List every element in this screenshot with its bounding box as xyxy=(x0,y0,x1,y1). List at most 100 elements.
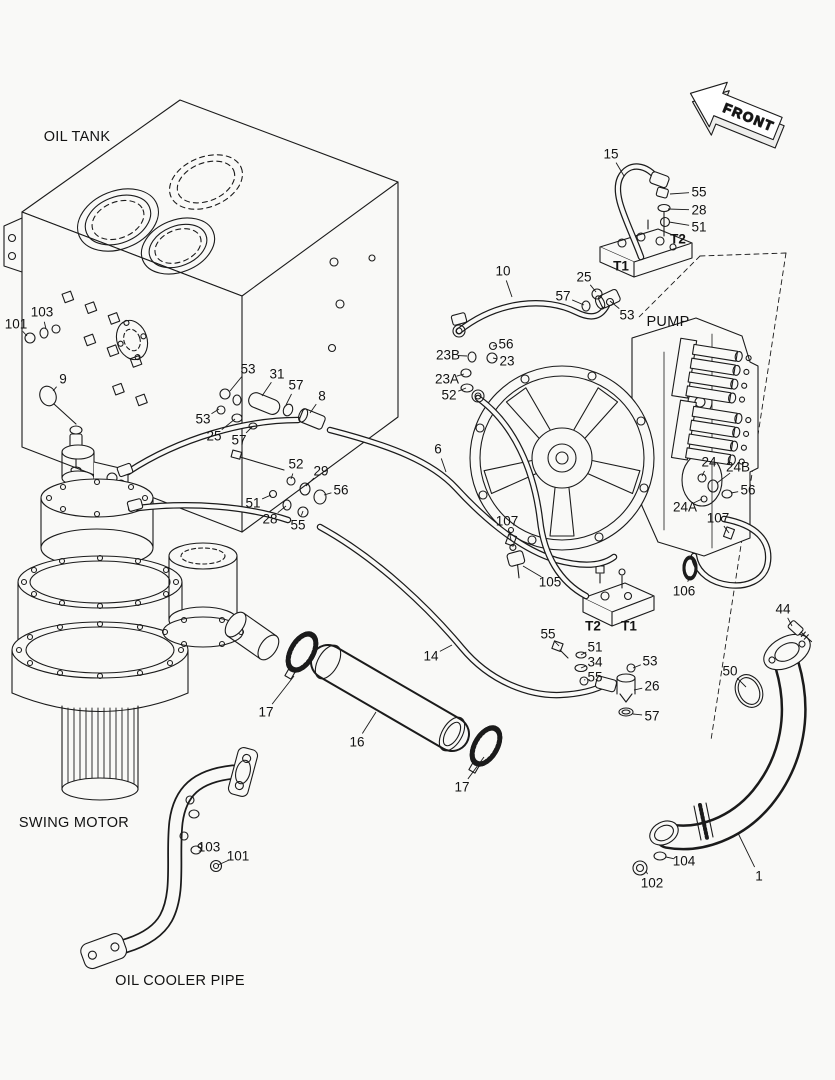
leader-line xyxy=(787,617,793,627)
part-number-56: 56 xyxy=(498,336,514,352)
part-number-9: 9 xyxy=(59,371,67,387)
leader-line xyxy=(609,300,620,309)
part-number-53: 53 xyxy=(240,361,256,377)
leader-line xyxy=(309,403,317,414)
leader-line xyxy=(492,357,498,360)
part-number-17: 17 xyxy=(454,779,470,795)
leader-line xyxy=(300,510,304,516)
title-label-swing-motor: SWING MOTOR xyxy=(18,814,130,831)
pump-manifold-drawing xyxy=(599,186,693,278)
leader-line xyxy=(667,208,690,211)
part-number-56: 56 xyxy=(333,482,349,498)
leader-line xyxy=(361,711,377,734)
leader-line xyxy=(467,756,485,780)
leader-line xyxy=(633,687,643,691)
leader-line xyxy=(701,470,705,477)
part-number-105: 105 xyxy=(538,574,562,590)
leader-line xyxy=(505,280,513,298)
leader-line xyxy=(572,299,585,306)
port-label-t1: T1 xyxy=(621,618,637,634)
leader-line xyxy=(290,473,294,480)
leader-line xyxy=(271,675,295,705)
part-number-101: 101 xyxy=(226,848,250,864)
leader-line xyxy=(221,418,236,431)
swing-motor-drawing xyxy=(11,444,189,801)
leader-line xyxy=(730,491,739,494)
leader-line xyxy=(580,651,587,656)
part-number-17: 17 xyxy=(258,704,274,720)
title-label-oil-tank: OIL TANK xyxy=(43,128,111,145)
leader-line xyxy=(632,713,643,716)
leader-line xyxy=(508,530,512,541)
leader-line xyxy=(52,386,57,392)
leader-line xyxy=(693,498,703,504)
hose-tube-drawing xyxy=(310,644,470,752)
part-number-56: 56 xyxy=(740,482,756,498)
part-number-24A: 24A xyxy=(672,499,698,515)
leader-line xyxy=(589,284,597,293)
leader-line xyxy=(43,321,47,330)
part-number-50: 50 xyxy=(722,663,738,679)
leader-line xyxy=(277,505,287,514)
pump-flywheel-drawing xyxy=(469,365,655,551)
leader-line xyxy=(736,677,747,688)
part-number-31: 31 xyxy=(269,366,285,382)
pump-body-drawing xyxy=(631,317,759,557)
elbow-pipe-drawing xyxy=(632,620,813,876)
part-number-55: 55 xyxy=(587,669,603,685)
part-number-51: 51 xyxy=(691,219,707,235)
clamp-drawing xyxy=(468,725,503,774)
leader-line xyxy=(580,665,586,669)
part-number-52: 52 xyxy=(441,387,457,403)
part-number-28: 28 xyxy=(691,202,707,218)
title-label-pump: PUMP xyxy=(646,313,690,330)
leader-line xyxy=(723,525,730,534)
leader-line xyxy=(440,458,447,473)
part-number-24: 24 xyxy=(701,454,717,470)
part-number-55: 55 xyxy=(691,184,707,200)
port-label-t2: T2 xyxy=(585,618,601,634)
part-number-29: 29 xyxy=(313,463,329,479)
part-number-51: 51 xyxy=(587,639,603,655)
clamp-drawing xyxy=(284,631,319,680)
part-number-104: 104 xyxy=(672,853,696,869)
leader-line xyxy=(323,492,332,496)
leader-line xyxy=(305,477,315,487)
part-number-57: 57 xyxy=(644,708,660,724)
part-number-10: 10 xyxy=(495,263,511,279)
leader-line xyxy=(522,565,542,578)
leader-line xyxy=(554,641,560,647)
leader-line xyxy=(615,162,625,177)
leader-line xyxy=(245,426,253,434)
leader-line xyxy=(217,859,230,866)
part-number-23A: 23A xyxy=(434,371,460,387)
part-number-57: 57 xyxy=(555,288,571,304)
part-number-23: 23 xyxy=(499,353,515,369)
part-number-53: 53 xyxy=(619,307,635,323)
part-number-102: 102 xyxy=(640,875,664,891)
part-number-57: 57 xyxy=(288,377,304,393)
part-number-51: 51 xyxy=(245,495,261,511)
leader-line xyxy=(229,376,243,392)
part-number-14: 14 xyxy=(423,648,439,664)
port-label-t1: T1 xyxy=(613,258,629,274)
part-number-34: 34 xyxy=(587,654,603,670)
leader-line xyxy=(665,856,675,860)
part-number-1: 1 xyxy=(755,868,763,884)
small-fittings-drawing xyxy=(116,171,736,717)
leader-line xyxy=(716,472,731,484)
part-number-25: 25 xyxy=(206,428,222,444)
leader-line xyxy=(632,664,641,669)
leader-line xyxy=(261,382,272,397)
part-number-25: 25 xyxy=(576,269,592,285)
part-number-106: 106 xyxy=(672,583,696,599)
part-number-55: 55 xyxy=(290,517,306,533)
t-block-drawing xyxy=(582,565,655,627)
leader-line xyxy=(458,387,467,392)
hoses-drawing xyxy=(124,163,772,699)
part-number-103: 103 xyxy=(197,839,221,855)
part-number-57: 57 xyxy=(231,432,247,448)
part-number-16: 16 xyxy=(349,734,365,750)
